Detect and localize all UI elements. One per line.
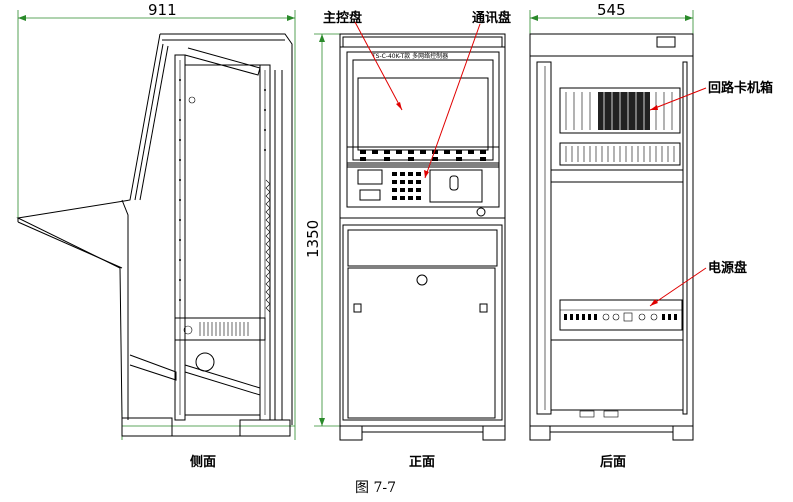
power-panel-callout: 电源盘	[708, 260, 747, 276]
side-view-label: 侧面	[190, 454, 216, 470]
terminal-strip	[565, 146, 675, 162]
side-vent-slots	[199, 322, 249, 336]
screen-title-text: TS-C-40K-T款 多网络控制器	[371, 52, 448, 60]
back-view: 545	[529, 1, 773, 470]
front-view: 1350 TS-C-40K-T款 多网络控制器	[304, 10, 511, 470]
height-dimension: 1350	[304, 220, 322, 258]
side-view: 911	[16, 1, 296, 470]
main-panel-callout: 主控盘	[323, 10, 362, 26]
keypad	[392, 172, 421, 200]
key-row	[360, 150, 486, 161]
back-width-dimension: 545	[597, 1, 626, 19]
power-terminals	[564, 312, 677, 322]
side-width-dimension: 911	[148, 1, 177, 19]
comm-panel-callout: 通讯盘	[472, 10, 511, 26]
front-view-label: 正面	[409, 455, 435, 470]
card-slots	[565, 92, 673, 130]
rail-holes	[179, 79, 266, 301]
figure-caption: 图 7-7	[355, 480, 396, 496]
loop-card-box-callout: 回路卡机箱	[708, 80, 773, 96]
back-view-label: 后面	[600, 454, 626, 470]
